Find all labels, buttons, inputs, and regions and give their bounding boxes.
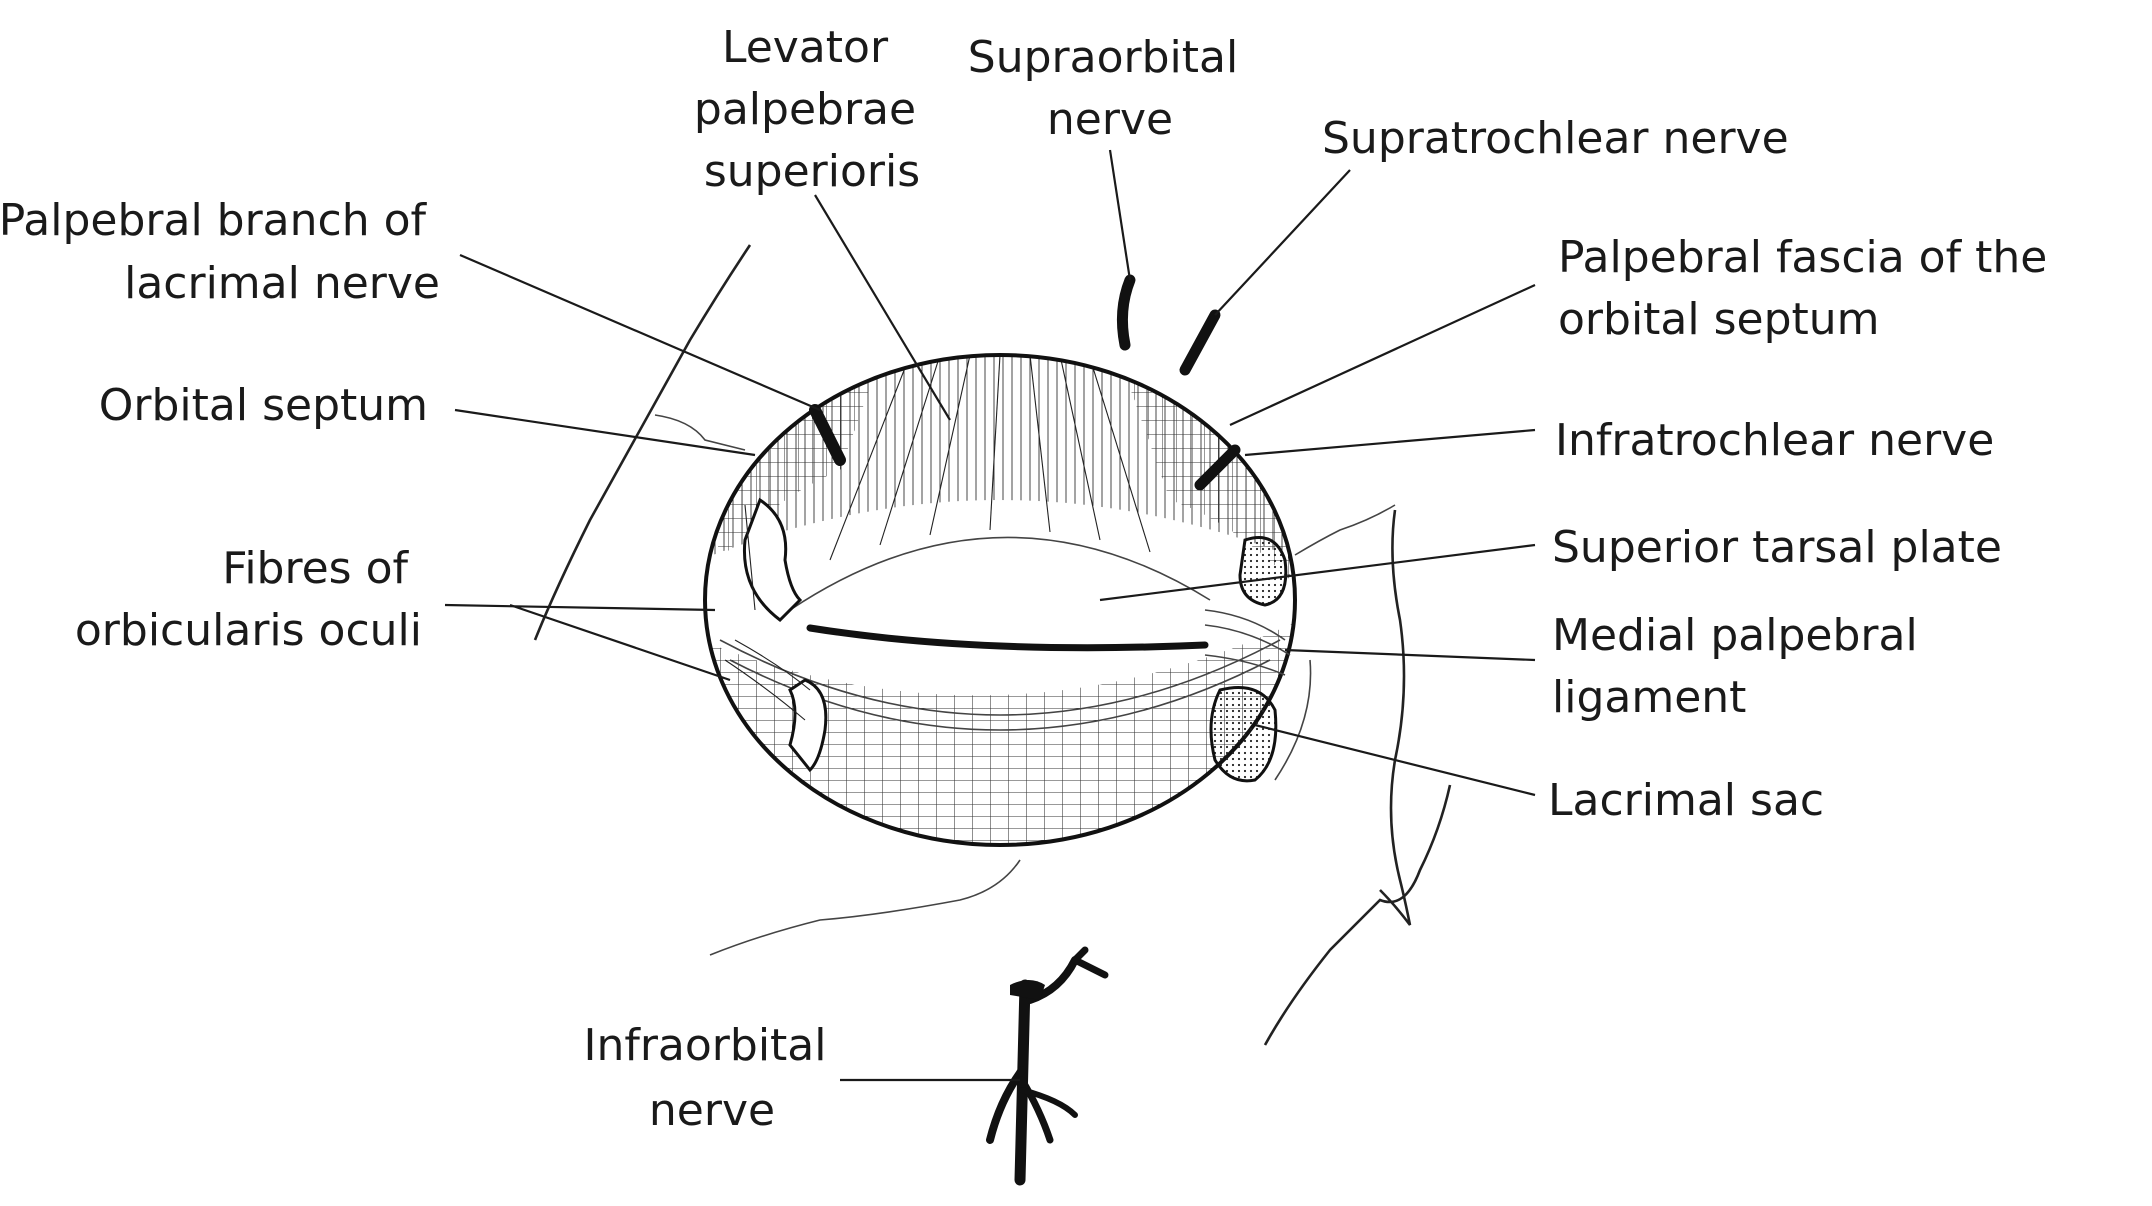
label-lacrimal-sac: Lacrimal sac: [1548, 775, 1824, 826]
label-infraorbital: Infraorbital nerve: [583, 1020, 840, 1136]
lacrimal-nerve-branch: [809, 404, 846, 466]
label-levator: Levator palpebrae superioris: [694, 22, 930, 197]
label-medial-palpebral: Medial palpebral ligament: [1552, 610, 1932, 723]
label-palpebral-branch-lacrimal: Palpebral branch of lacrimal nerve: [0, 195, 440, 309]
label-supraorbital: Supraorbital nerve: [968, 32, 1252, 145]
label-superior-tarsal: Superior tarsal plate: [1552, 522, 2002, 573]
label-palpebral-fascia: Palpebral fascia of the orbital septum: [1558, 232, 2061, 345]
face-contour: [533, 244, 1452, 1046]
label-infratrochlear: Infratrochlear nerve: [1555, 415, 1994, 466]
nerves: [809, 274, 1241, 1186]
label-orbital-septum: Orbital septum: [99, 380, 428, 431]
leader-lines: [444, 149, 1536, 1082]
label-supratrochlear: Supratrochlear nerve: [1322, 113, 1789, 164]
infratrochlear-nerve: [1194, 444, 1241, 491]
supraorbital-nerve: [1116, 274, 1136, 351]
supratrochlear-nerve: [1179, 309, 1221, 376]
infraorbital-nerve-icon: [986, 946, 1109, 1186]
eyelid-globe: [703, 353, 1312, 847]
label-fibres-orbicularis: Fibres of orbicularis oculi: [75, 543, 422, 656]
labels: Palpebral branch of lacrimal nerve Levat…: [0, 22, 2061, 1136]
